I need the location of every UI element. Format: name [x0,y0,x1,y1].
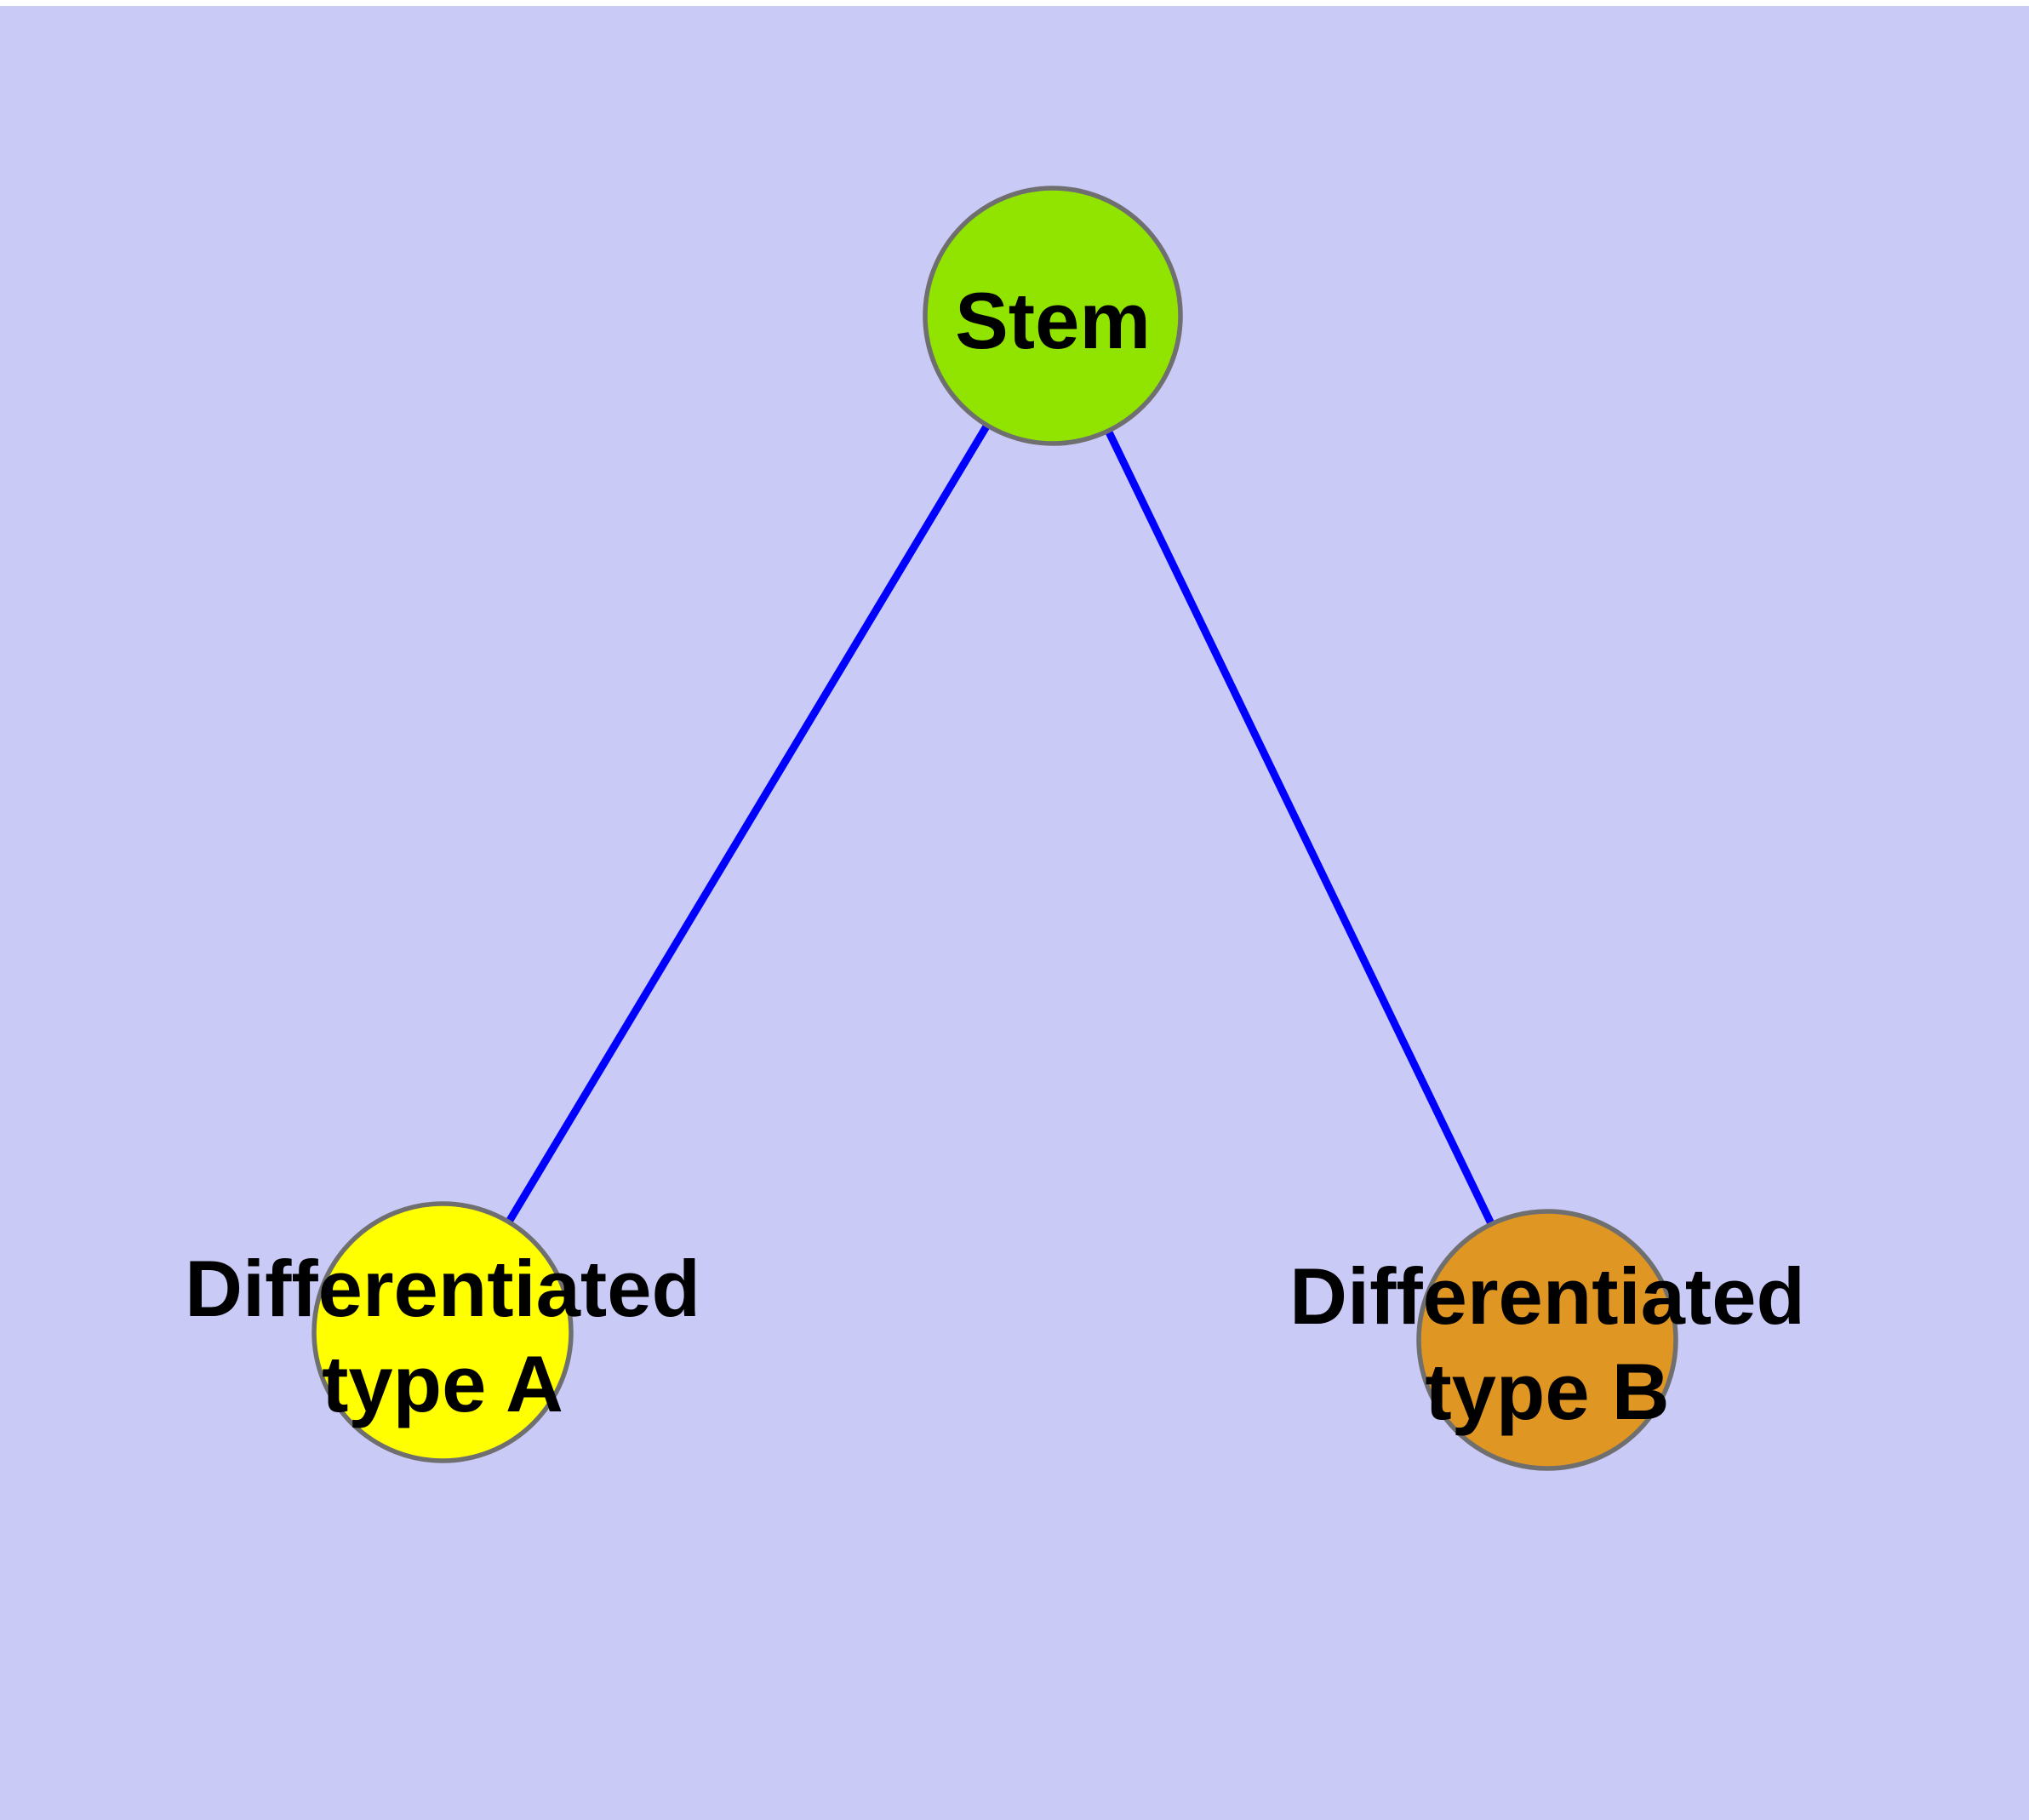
node-stem-circle [923,186,1183,446]
top-margin-strip [0,0,2029,6]
edge-stem-to-type-a [439,313,1056,1335]
node-type-b-label: Differentiated type B [1289,1251,1805,1436]
node-type-b-circle [1416,1209,1678,1471]
node-stem-label: Stem [955,276,1151,365]
node-type-a-label: Differentiated type A [185,1244,700,1428]
node-type-a-circle [311,1201,574,1463]
edge-stem-to-type-b [1049,314,1552,1342]
